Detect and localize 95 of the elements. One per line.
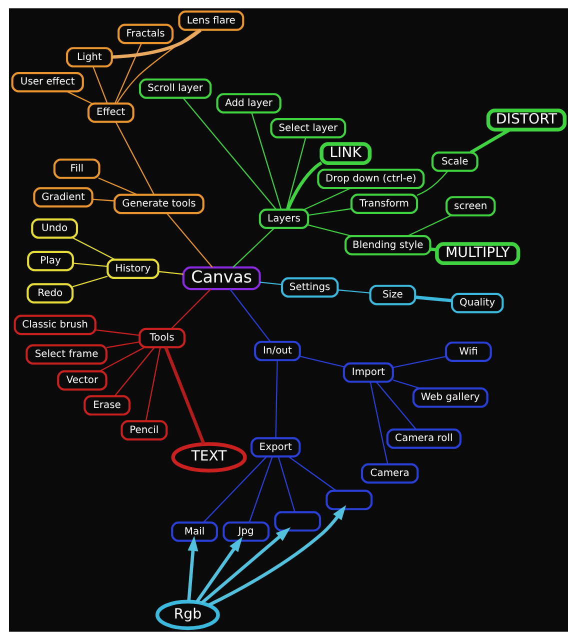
connector	[286, 137, 306, 210]
node-box: Redo	[26, 283, 74, 304]
node-box: Blending style	[344, 235, 432, 256]
connector	[92, 198, 115, 202]
node-box: DISTORT	[486, 108, 567, 132]
connector	[308, 224, 352, 237]
node-box: Fill	[53, 158, 100, 179]
node-box: Jpg	[222, 521, 270, 542]
connector	[308, 208, 352, 216]
node-box: Classic brush	[14, 314, 96, 336]
node-box: Scroll layer	[138, 78, 212, 99]
connector	[92, 66, 108, 104]
connector	[232, 228, 275, 268]
node-box: Wifi	[444, 342, 492, 362]
node-box: Vector	[57, 370, 108, 391]
connector	[415, 296, 452, 302]
connector	[416, 170, 448, 196]
connector	[182, 98, 277, 210]
node-box: Light	[66, 47, 113, 68]
node-box: Tools	[138, 328, 186, 348]
arrow	[195, 536, 242, 603]
node-box: LINK	[320, 142, 372, 165]
arrow	[187, 536, 198, 602]
connector	[170, 288, 212, 330]
node-box: Settings	[280, 277, 339, 298]
node-box: Camera	[360, 463, 419, 484]
node-box: Mail	[171, 522, 218, 542]
node-box	[274, 511, 322, 532]
connector	[304, 188, 351, 210]
connector	[370, 382, 388, 464]
node-box: Fractals	[118, 24, 174, 44]
node-box: Export	[250, 437, 301, 458]
node-box: Play	[27, 250, 74, 272]
node-box: Select layer	[270, 118, 346, 138]
connector	[166, 212, 213, 268]
connector	[376, 381, 417, 430]
connector	[66, 90, 92, 104]
connector	[392, 380, 420, 389]
node-box: Scale	[431, 152, 478, 172]
node-box: Transform	[350, 194, 418, 214]
connector	[407, 214, 452, 236]
connector	[106, 341, 140, 348]
connector	[251, 112, 282, 210]
node-box: Camera roll	[386, 428, 462, 449]
connector	[275, 360, 278, 438]
node-box: Drop down (ctrl-e)	[317, 168, 425, 190]
node-box: Lens flare	[178, 10, 244, 31]
connector	[430, 248, 438, 252]
node-box: Canvas	[182, 266, 261, 290]
connector	[116, 29, 199, 104]
node-box: Size	[369, 284, 416, 306]
node-box: History	[106, 258, 160, 279]
connector	[99, 346, 146, 372]
node-box: User effect	[11, 72, 84, 92]
node-box: Quality	[450, 292, 504, 314]
arrow	[200, 527, 291, 604]
arrow	[208, 505, 346, 607]
connector	[260, 282, 282, 286]
connector	[98, 177, 138, 196]
connector	[72, 237, 116, 260]
connector	[95, 329, 140, 336]
node-box: Select frame	[26, 344, 108, 365]
connector	[145, 347, 161, 422]
node-box	[326, 490, 373, 510]
node-box: Generate tools	[114, 194, 204, 214]
connector	[393, 356, 446, 368]
node-box: Add layer	[216, 93, 282, 114]
connector	[112, 28, 202, 59]
node-box: Pencil	[120, 420, 168, 440]
connector	[73, 262, 108, 267]
node-ellipse: Rgb	[155, 600, 220, 630]
node-box: Erase	[84, 395, 130, 416]
node-box: Effect	[87, 102, 134, 123]
connector	[164, 346, 206, 444]
node-box: Web gallery	[412, 387, 488, 408]
connector	[202, 456, 267, 523]
connector	[114, 43, 142, 104]
connector	[115, 122, 154, 195]
connector	[288, 456, 337, 492]
connector	[338, 289, 370, 294]
node-box: screen	[446, 196, 496, 216]
connector	[230, 288, 271, 342]
connector	[158, 270, 184, 275]
node-box: Import	[342, 362, 394, 383]
node-box: Gradient	[33, 187, 94, 208]
node-box: Layers	[258, 208, 310, 229]
connector	[248, 456, 273, 522]
node-box: In/out	[254, 340, 301, 362]
node-ellipse: TEXT	[171, 442, 247, 472]
connector	[72, 276, 108, 288]
node-box: Undo	[31, 218, 78, 239]
connector	[300, 356, 344, 368]
connector	[286, 161, 322, 210]
connector	[278, 456, 296, 512]
node-box: MULTIPLY	[435, 242, 520, 265]
